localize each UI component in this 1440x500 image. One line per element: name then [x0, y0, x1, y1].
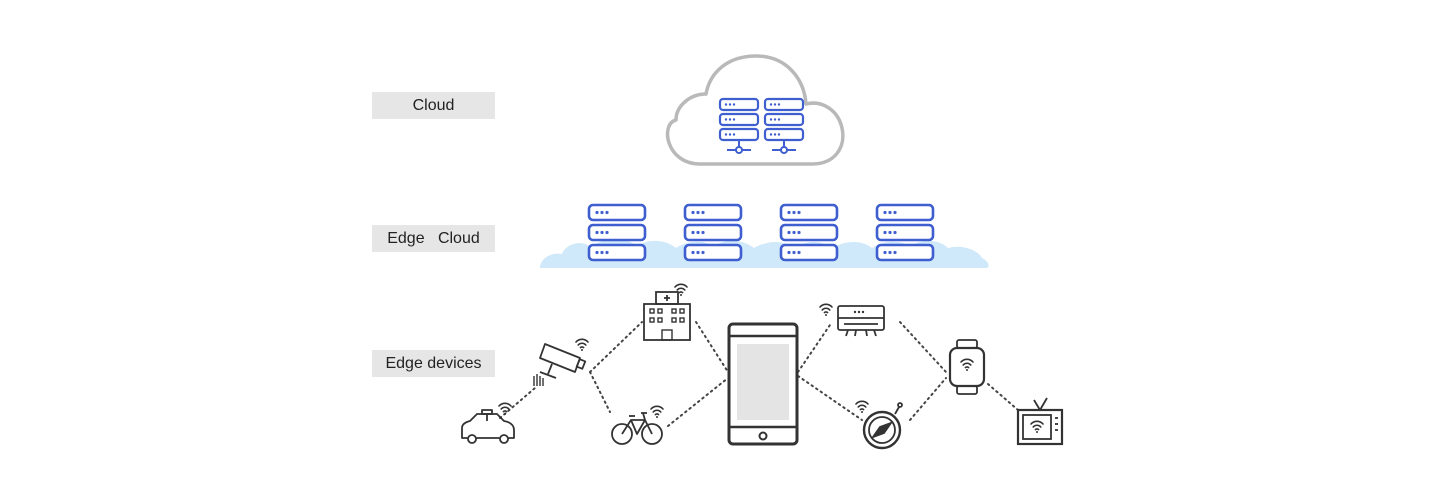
- bicycle-icon: [611, 412, 663, 445]
- smartphone-icon: [727, 322, 799, 446]
- edge-cloud-layer: [540, 203, 989, 268]
- server-rack-icon: [875, 203, 935, 262]
- tier-label-cloud: Cloud: [372, 92, 495, 119]
- compass-icon: [862, 402, 903, 450]
- wifi-icon: [650, 405, 664, 419]
- smartwatch-icon: [948, 339, 986, 395]
- wifi-icon: [674, 283, 688, 297]
- hospital-icon: [643, 291, 691, 341]
- server-rack-icon: [683, 203, 743, 262]
- security-camera-icon: [533, 343, 587, 386]
- server-rack-icon: [587, 203, 647, 262]
- wifi-icon: [1030, 420, 1044, 434]
- tier-label-edge-devices: Edge devices: [372, 350, 495, 377]
- television-icon: [1016, 397, 1064, 446]
- air-conditioner-icon: [837, 305, 885, 337]
- connection-lines: [499, 321, 1019, 427]
- server-rack-icon: [779, 203, 839, 262]
- cloud-icon: [665, 54, 845, 166]
- wifi-icon: [498, 402, 512, 416]
- tier-label-edge-cloud: Edge Cloud: [372, 225, 495, 252]
- wifi-icon: [819, 303, 833, 317]
- car-icon: [461, 409, 515, 444]
- wifi-icon: [575, 338, 589, 352]
- wifi-icon: [855, 400, 869, 414]
- wifi-icon: [960, 358, 974, 372]
